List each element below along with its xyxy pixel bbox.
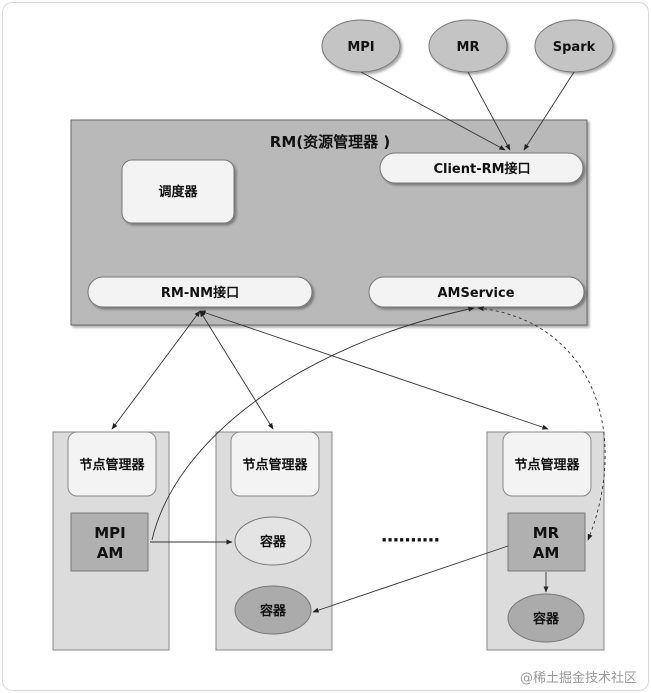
arrow-amservice-to-mr-am	[477, 306, 606, 541]
rm-nm-label: RM-NM接口	[161, 285, 239, 301]
mpi-am-box: MPI AM	[70, 512, 149, 572]
client-mpi: MPI	[321, 19, 401, 73]
client-mr: MR	[428, 19, 508, 73]
container-3-label: 容器	[532, 611, 560, 627]
client-mr-label: MR	[457, 40, 480, 55]
amservice-interface: AMService	[368, 276, 585, 308]
client-rm-interface: Client-RM接口	[379, 152, 584, 184]
watermark: @稀土掘金技术社区	[519, 671, 637, 686]
arrow-rm-nm-node-1	[111, 310, 201, 430]
client-rm-label: Client-RM接口	[433, 161, 530, 177]
client-spark-label: Spark	[553, 40, 596, 55]
rm-nm-interface: RM-NM接口	[87, 276, 313, 308]
arrow-mpi-to-client-rm	[360, 71, 506, 151]
node-3-manager-label: 节点管理器	[514, 457, 580, 473]
arrow-mr-am-to-container-2	[312, 545, 509, 613]
node-1: 节点管理器 MPI AM	[52, 431, 170, 651]
container-1-label: 容器	[259, 534, 287, 550]
mpi-am-line1: MPI	[94, 524, 126, 542]
client-mpi-label: MPI	[347, 40, 374, 55]
mr-am-line2: AM	[533, 544, 560, 562]
mr-am-line1: MR	[533, 524, 560, 542]
node-1-manager-label: 节点管理器	[79, 457, 145, 473]
rm-title: RM(资源管理器 )	[270, 133, 390, 151]
container-3: 容器	[507, 593, 585, 643]
client-spark: Spark	[534, 19, 614, 73]
arrow-rm-nm-node-3	[199, 310, 549, 430]
mr-am-box: MR AM	[507, 512, 586, 572]
arrow-mr-to-client-rm	[467, 71, 511, 151]
container-1: 容器	[234, 516, 312, 566]
node-2-manager-label: 节点管理器	[242, 457, 308, 473]
container-2-label: 容器	[259, 603, 287, 619]
container-2: 容器	[234, 585, 312, 635]
amservice-label: AMService	[437, 286, 514, 301]
scheduler-box: 调度器	[121, 159, 235, 224]
scheduler-label: 调度器	[158, 184, 198, 200]
node-2: 节点管理器 容器 容器	[215, 431, 333, 651]
arrow-mpi-am-to-amservice	[151, 306, 475, 541]
mpi-am-line2: AM	[97, 544, 124, 562]
arrow-rm-nm-node-2	[199, 310, 274, 430]
arrow-spark-to-client-rm	[523, 71, 575, 151]
node-ellipsis: ··········	[381, 530, 439, 551]
node-3: 节点管理器 MR AM 容器	[486, 431, 605, 651]
